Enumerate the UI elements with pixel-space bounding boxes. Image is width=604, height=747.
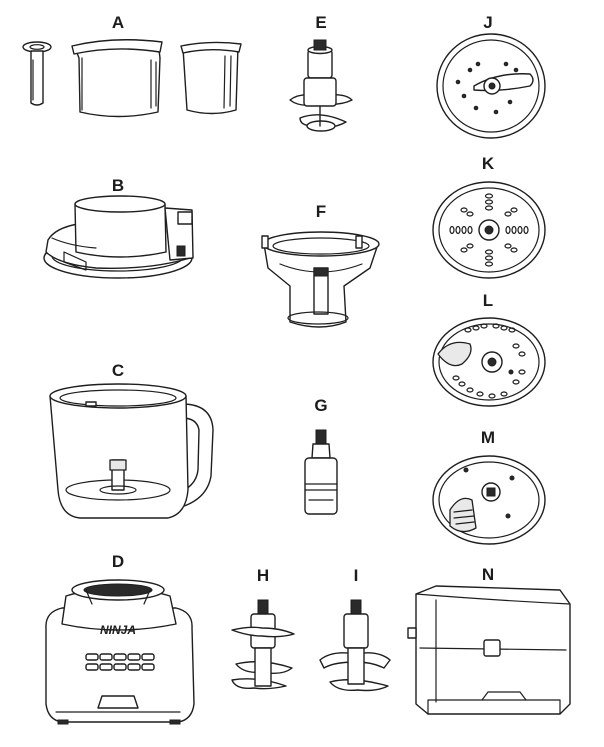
- control-button: [141, 653, 155, 661]
- label-j: J: [483, 13, 492, 32]
- label-l: L: [483, 291, 493, 310]
- brand-logo: NINJA: [100, 623, 136, 637]
- label-b: B: [112, 176, 124, 195]
- grater-holes: [449, 193, 529, 267]
- part-a-pushers: [22, 39, 242, 118]
- control-button: [141, 663, 155, 671]
- part-c-bowl: [49, 383, 214, 519]
- control-button: [99, 653, 113, 661]
- part-g-spindle: [304, 429, 338, 515]
- part-n-storage-case: [407, 585, 571, 715]
- control-button: [127, 653, 141, 661]
- control-button: [127, 663, 141, 671]
- label-e: E: [315, 13, 326, 32]
- label-k: K: [482, 154, 495, 173]
- label-g: G: [314, 396, 327, 415]
- part-m-julienne-disc: [432, 455, 546, 545]
- part-h-chopping-blade: [231, 599, 295, 690]
- control-button: [99, 663, 113, 671]
- part-j-slicing-disc: [436, 33, 546, 139]
- part-e-dough-blade: [289, 39, 353, 132]
- control-button: [113, 653, 127, 661]
- label-m: M: [481, 428, 495, 447]
- part-i-dough-blade: [319, 599, 391, 692]
- label-c: C: [112, 361, 124, 380]
- part-l-fine-disc: [432, 317, 546, 407]
- label-d: D: [112, 552, 124, 571]
- part-b-lid: [43, 195, 194, 279]
- label-a: A: [112, 13, 124, 32]
- part-d-motor-base: NINJA: [45, 579, 195, 725]
- large-pusher: [71, 39, 163, 118]
- control-button: [113, 663, 127, 671]
- control-button: [85, 663, 99, 671]
- part-k-shredding-disc: [432, 181, 546, 279]
- part-f-bowl-insert: [261, 231, 380, 328]
- label-i: I: [354, 566, 359, 585]
- label-f: F: [316, 202, 326, 221]
- label-h: H: [257, 566, 269, 585]
- grater-holes: [452, 323, 526, 399]
- medium-pusher: [180, 41, 242, 115]
- small-pusher: [22, 41, 52, 106]
- label-n: N: [482, 565, 494, 584]
- control-button: [85, 653, 99, 661]
